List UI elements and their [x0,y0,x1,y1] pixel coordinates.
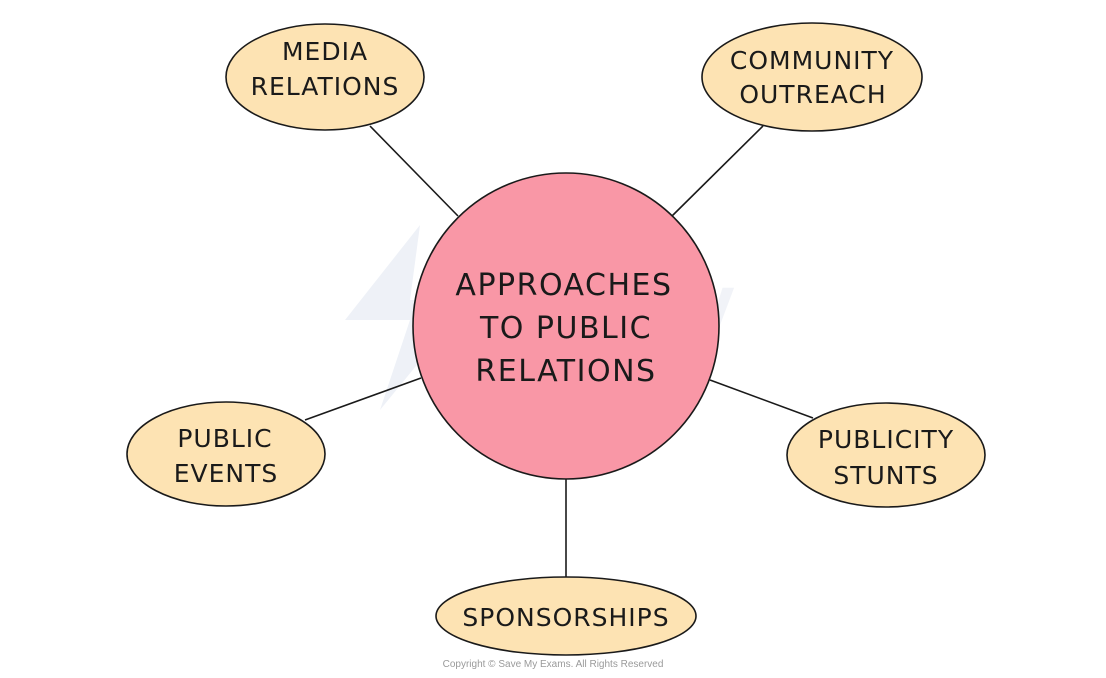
node-label-line-1: COMMUNITY [730,46,894,75]
node-media-relations: MEDIA RELATIONS [225,23,425,131]
node-ellipse [225,23,425,131]
node-publicity-stunts: PUBLICITY STUNTS [786,402,986,508]
center-line-2: TO PUBLIC [479,311,652,346]
node-label-line-2: OUTREACH [739,80,886,109]
center-node: APPROACHES TO PUBLIC RELATIONS [412,172,720,480]
center-line-1: APPROACHES [455,268,672,303]
node-public-events: PUBLIC EVENTS [126,401,326,507]
connector-publicity-stunts [709,379,814,419]
node-ellipse [126,401,326,507]
copyright-text: Copyright © Save My Exams. All Rights Re… [443,659,664,670]
node-label-line-1: PUBLICITY [818,425,954,454]
center-circle [412,172,720,480]
connector-public-events [304,377,422,421]
node-label-line-1: SPONSORSHIPS [462,603,669,632]
node-ellipse [435,576,697,656]
center-line-3: RELATIONS [475,354,656,389]
node-sponsorships: SPONSORSHIPS [435,576,697,656]
node-label-line-1: MEDIA [282,37,368,66]
node-ellipse [786,402,986,508]
node-label-line-2: EVENTS [174,459,279,488]
node-label-line-2: STUNTS [833,461,938,490]
node-label-line-2: RELATIONS [251,72,400,101]
node-label-line-1: PUBLIC [177,424,272,453]
node-community-outreach: COMMUNITY OUTREACH [701,22,923,132]
connector-community-outreach [671,125,764,217]
node-ellipse [701,22,923,132]
connector-media-relations [369,125,459,217]
